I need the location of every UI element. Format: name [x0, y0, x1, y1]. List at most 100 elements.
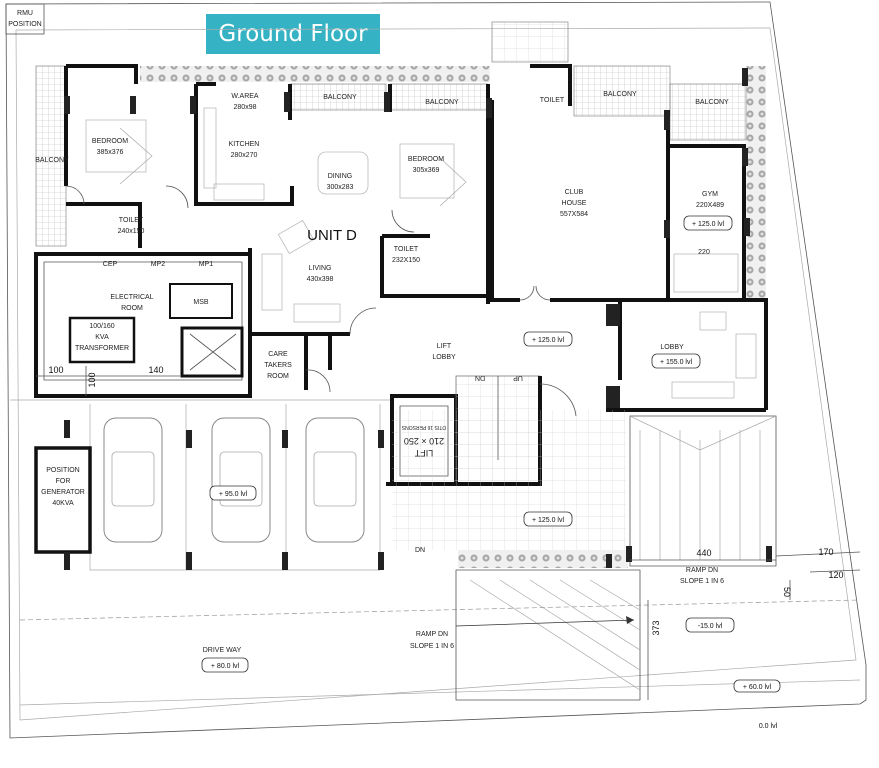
level-tag-driveway: + 80.0 lvl: [201, 657, 249, 673]
balcony-label-5: BALCONY: [695, 99, 729, 106]
paved-area: [392, 410, 626, 550]
lift-label: LIFT: [414, 448, 433, 458]
stair-dn-group: DN: [475, 374, 485, 381]
ramp-arrow: [455, 619, 635, 627]
kitchen-label: KITCHEN: [229, 141, 260, 148]
balcony-top-3: [573, 65, 671, 117]
top-stair: [491, 21, 569, 63]
svg-text:+ 95.0 lvl: + 95.0 lvl: [219, 491, 248, 498]
toilet2-size: 232X150: [392, 257, 420, 264]
bedroom2-size: 305x369: [413, 167, 440, 174]
ramp-left-label-1: RAMP DN: [416, 631, 448, 638]
liftlobby-label-2: LOBBY: [432, 354, 456, 361]
driveway-label: DRIVE WAY: [203, 647, 242, 654]
stair-up-group: UP: [513, 374, 523, 381]
structural-columns: [64, 68, 772, 570]
site-boundary: [5, 1, 867, 739]
transformer-label-2: KVA: [95, 334, 109, 341]
lift-capacity: OTIS 16 PERSONS: [401, 424, 446, 430]
door-swings: [65, 185, 577, 417]
dim-373-group: 373: [651, 620, 661, 635]
lobby-label: LOBBY: [660, 344, 684, 351]
ramp-arrowhead: [626, 616, 634, 624]
planter-bottom: [458, 550, 628, 568]
stair-dn-2: DN: [415, 547, 425, 554]
bedroom1-label: BEDROOM: [92, 138, 128, 145]
car-1: [103, 417, 163, 543]
clubhouse-label-1: CLUB: [565, 189, 584, 196]
stair-up: UP: [513, 374, 523, 381]
electrical-room-walls: [34, 252, 252, 398]
toilet3-label: TOILET: [540, 97, 565, 104]
lift-size: 210 × 250: [404, 436, 444, 446]
rmu-label-1: RMU: [17, 10, 33, 17]
rmu-label-2: POSITION: [8, 21, 41, 28]
ramp-right: [629, 415, 777, 567]
generator-label-3: GENERATOR: [41, 489, 85, 496]
dim-100-b: 100: [87, 372, 97, 387]
balcony-label-left: BALCONY: [35, 157, 69, 164]
planter-top: [140, 66, 490, 82]
dim-50-group: 50: [782, 587, 792, 597]
generator-label-1: POSITION: [46, 467, 79, 474]
svg-text:-15.0 lvl: -15.0 lvl: [698, 623, 723, 630]
clubhouse-size: 557X584: [560, 211, 588, 218]
panel-cep: CEP: [103, 261, 118, 268]
level-tag-paving: + 125.0 lvl: [523, 511, 573, 527]
balcony-label-3: BALCONY: [425, 99, 459, 106]
bedroom1-size: 385x376: [97, 149, 124, 156]
toilet1-label: TOILET: [119, 217, 144, 224]
balcony-label-2: BALCONY: [323, 94, 357, 101]
floor-title-text: Ground Floor: [218, 21, 368, 47]
balcony-top-4: [669, 83, 747, 141]
dimension-lines: [36, 366, 861, 700]
svg-text:+ 125.0 lvl: + 125.0 lvl: [532, 337, 565, 344]
living-size: 430x398: [307, 276, 334, 283]
ramp-left-label-2: SLOPE 1 IN 6: [410, 643, 454, 650]
toilet1-size: 240x150: [118, 228, 145, 235]
caretakers-label-3: ROOM: [267, 373, 289, 380]
caretakers-label-2: TAKERS: [264, 362, 292, 369]
ramp-left: [455, 569, 641, 701]
road-edge: [19, 679, 861, 706]
svg-text:+ 125.0 lvl: + 125.0 lvl: [532, 517, 565, 524]
dim-100-b-group: 100: [87, 372, 97, 387]
caretakers-label-1: CARE: [268, 351, 288, 358]
panel-mp2: MP2: [151, 261, 166, 268]
level-tag-liftlobby: + 125.0 lvl: [523, 331, 573, 347]
dim-170: 170: [818, 547, 833, 557]
dim-140: 140: [148, 365, 163, 375]
electrical-label-2: ROOM: [121, 305, 143, 312]
generator-label-2: FOR: [56, 478, 71, 485]
svg-text:+ 60.0 lvl: + 60.0 lvl: [743, 684, 772, 691]
dim-50: 50: [782, 587, 792, 597]
level-tag-ramp: -15.0 lvl: [685, 617, 735, 633]
setback-line: [19, 599, 861, 621]
liftlobby-label-1: LIFT: [437, 343, 452, 350]
kitchen-size: 280x270: [231, 152, 258, 159]
level-ground: 0.0 lvl: [759, 723, 778, 730]
level-tag-gym: + 125.0 lvl: [683, 215, 733, 231]
furniture: [85, 107, 757, 399]
dining-size: 300x283: [327, 184, 354, 191]
balcony-left: [35, 65, 67, 247]
toilet2-label: TOILET: [394, 246, 419, 253]
warea-label: W.AREA: [231, 93, 259, 100]
dim-373: 373: [651, 620, 661, 635]
stair-dn: DN: [475, 374, 485, 381]
svg-text:+ 80.0 lvl: + 80.0 lvl: [211, 663, 240, 670]
ramp-right-label-2: SLOPE 1 IN 6: [680, 578, 724, 585]
dim-120: 120: [828, 570, 843, 580]
level-tag-road: + 60.0 lvl: [733, 679, 781, 693]
dim-440: 440: [696, 548, 711, 558]
rmu-box: [5, 3, 45, 35]
generator-label-4: 40KVA: [52, 500, 74, 507]
balcony-label-4: BALCONY: [603, 91, 637, 98]
panel-mp1: MP1: [199, 261, 214, 268]
level-tag-parking: + 95.0 lvl: [209, 485, 257, 501]
caretakers-walls: [248, 334, 332, 396]
gym-size: 220X489: [696, 202, 724, 209]
unit-d-label: UNIT D: [307, 227, 357, 244]
generator-box: [34, 446, 92, 554]
